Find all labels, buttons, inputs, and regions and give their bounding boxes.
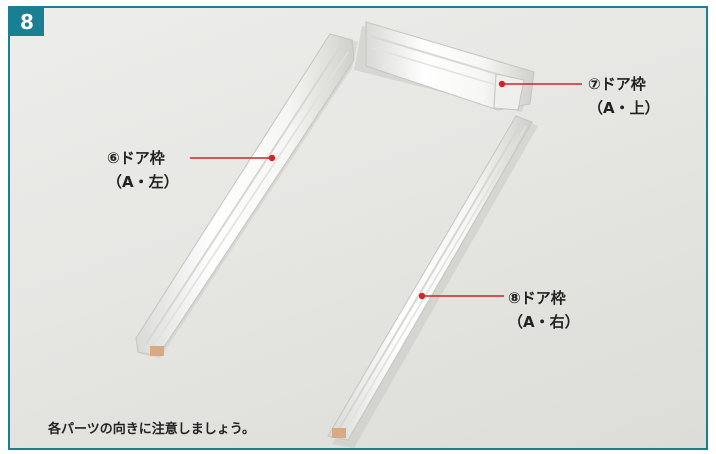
step-number-badge: 8 [10, 8, 44, 36]
label-top-frame: ⑦ドア枠 （A・上） [588, 72, 660, 120]
label-right-frame: ⑧ドア枠 （A・右） [508, 286, 580, 334]
leader-line-top [498, 80, 582, 88]
label-left-sub: （A・左） [107, 173, 179, 191]
leader-line-right [418, 292, 504, 300]
label-top-name: ⑦ドア枠 [588, 75, 646, 93]
label-right-name: ⑧ドア枠 [508, 289, 566, 307]
frame-part-left [135, 33, 358, 358]
parts-photo [135, 21, 582, 448]
label-right-sub: （A・右） [508, 313, 580, 331]
instruction-panel: 8 ⑥ドア枠 （A・左） ⑦ドア枠 （A・上） ⑧ドア枠 （A・右） 各パーツの… [8, 6, 708, 450]
label-left-frame: ⑥ドア枠 （A・左） [107, 146, 179, 194]
label-left-name: ⑥ドア枠 [107, 149, 165, 167]
caption-note: 各パーツの向きに注意しましょう。 [48, 422, 255, 437]
frame-part-top [354, 21, 535, 112]
label-top-sub: （A・上） [588, 99, 660, 117]
leader-line-left [190, 154, 276, 162]
frame-part-right [327, 115, 538, 448]
